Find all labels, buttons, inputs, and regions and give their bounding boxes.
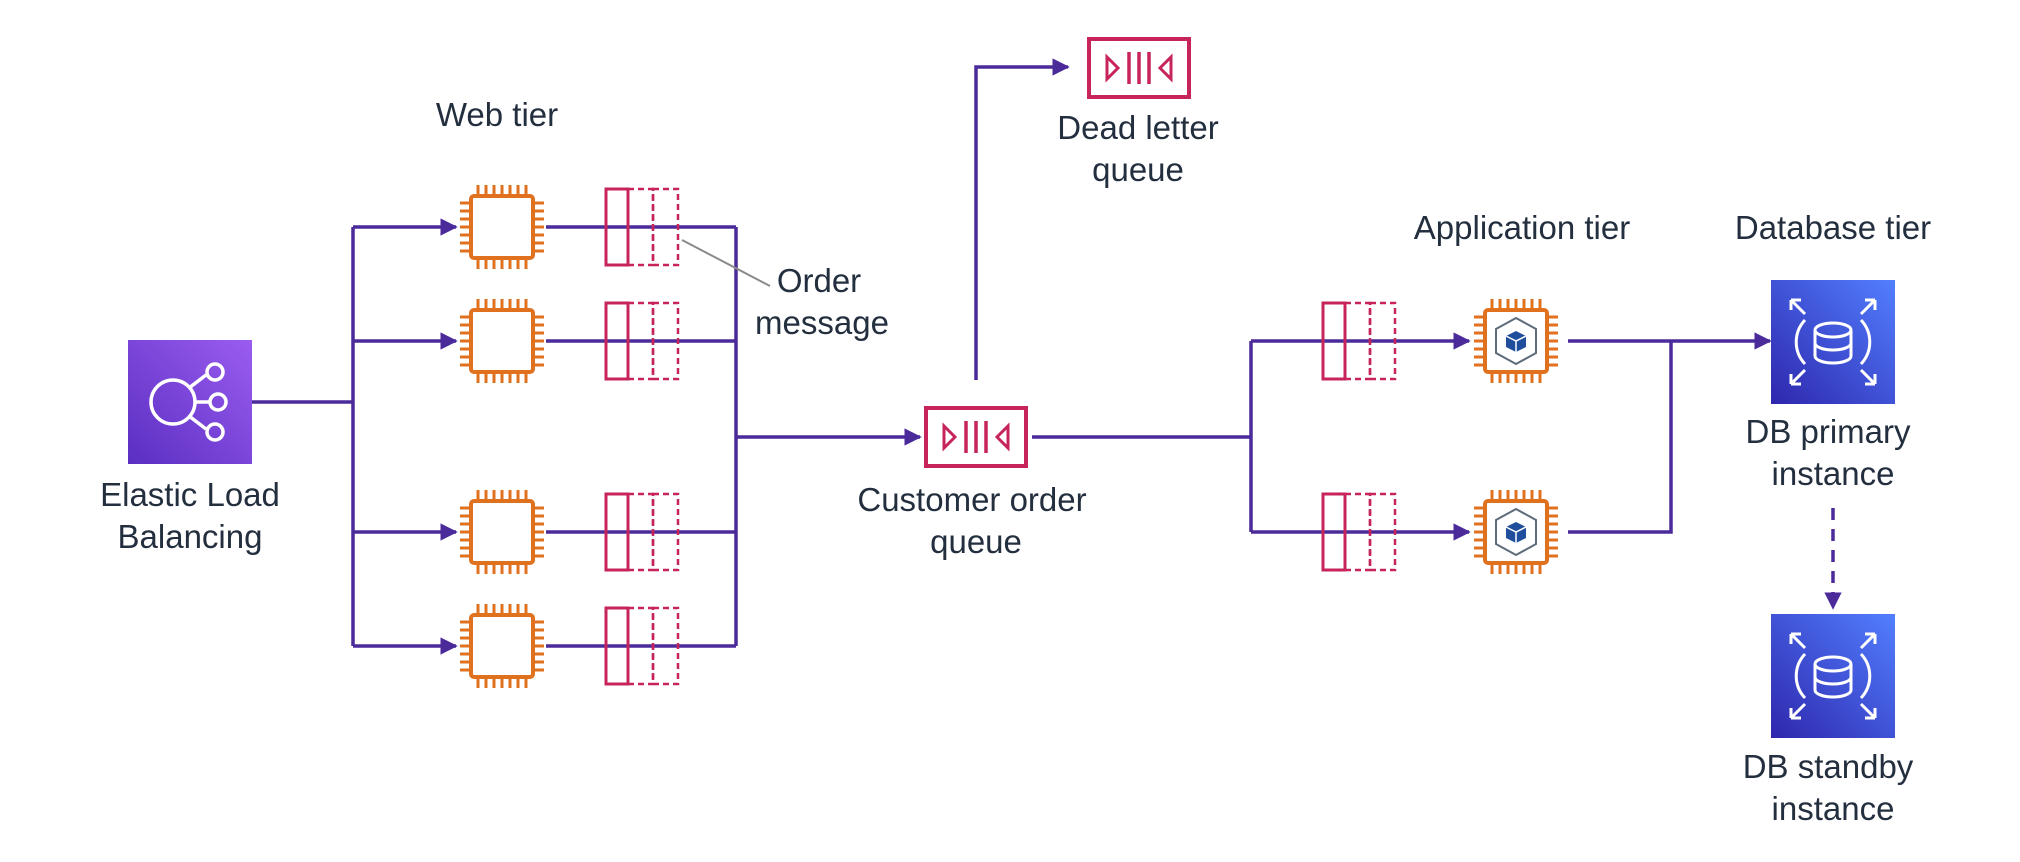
db-standby-icon: [1769, 612, 1897, 740]
web-ec2-instance-1: [458, 183, 546, 271]
flow-lines: [252, 58, 1842, 655]
ec2-icon: [458, 297, 546, 385]
database-tier-heading: Database tier: [1735, 209, 1931, 246]
sqs-queue-icon: [1087, 37, 1191, 99]
ec2-icon: [458, 488, 546, 576]
db-standby-label-line1: DB standby: [1743, 748, 1914, 785]
rds-database-icon: [1769, 278, 1897, 406]
elb-label-line1: Elastic Load: [100, 476, 280, 513]
web-ec2-instance-3: [458, 488, 546, 576]
dead-letter-queue-icon: [1087, 37, 1191, 99]
web-tier-heading: Web tier: [436, 96, 558, 133]
app-2-to-db-line: [1568, 341, 1673, 534]
customer-order-queue-icon: [924, 406, 1028, 468]
rds-database-icon: [1769, 612, 1897, 740]
order-message-label-line1: Order: [777, 262, 861, 299]
ec2-icon: [458, 183, 546, 271]
db-primary-label-line2: instance: [1772, 455, 1895, 492]
ec2-icon: [458, 602, 546, 690]
order-message-label-line2: message: [755, 304, 889, 341]
db-primary-label-line1: DB primary: [1745, 413, 1911, 450]
app-ec2-instance-1: [1472, 297, 1560, 385]
application-tier-heading: Application tier: [1414, 209, 1630, 246]
dead-letter-queue-label-line1: Dead letter: [1057, 109, 1218, 146]
web-ec2-instance-2: [458, 297, 546, 385]
elb-label-line2: Balancing: [118, 518, 263, 555]
customer-order-queue-label-line2: queue: [930, 523, 1022, 560]
dead-letter-queue-label-line2: queue: [1092, 151, 1184, 188]
container-cube-icon: [1495, 316, 1537, 366]
container-cube-icon: [1495, 507, 1537, 557]
web-ec2-instance-4: [458, 602, 546, 690]
db-primary-icon: [1769, 278, 1897, 406]
db-standby-label-line2: instance: [1772, 790, 1895, 827]
sqs-queue-icon: [924, 406, 1028, 468]
arrow-to-dead-letter-queue: [974, 58, 1070, 380]
customer-order-queue-label-line1: Customer order: [857, 481, 1086, 518]
elastic-load-balancing-icon: [128, 340, 252, 464]
order-message-callout-line: [681, 239, 771, 287]
app-ec2-instance-2: [1472, 488, 1560, 576]
